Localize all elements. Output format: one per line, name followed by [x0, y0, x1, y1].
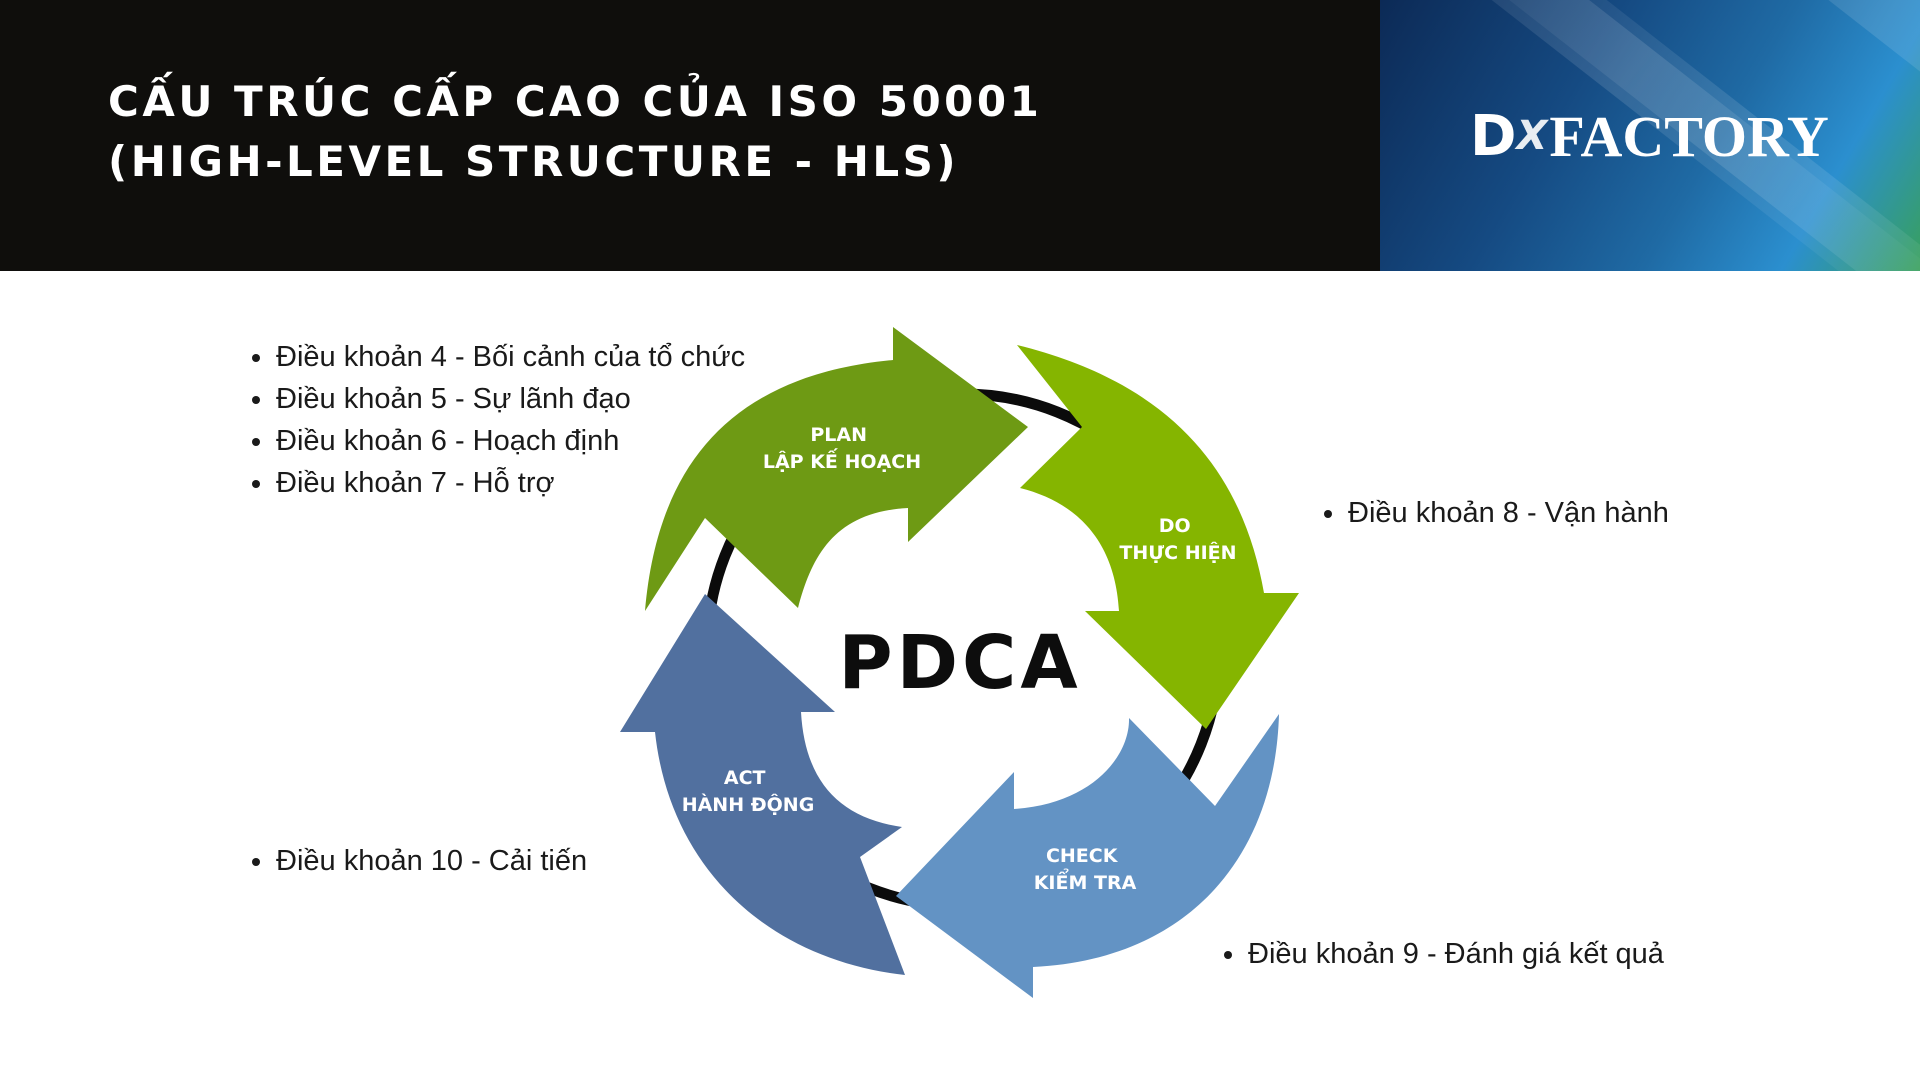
check-label: CHECK KIỂM TRA	[1034, 845, 1137, 894]
list-item: Điều khoản 8 - Vận hành	[1322, 492, 1669, 534]
dx-factory-logo: D X FACTORY	[1470, 96, 1829, 176]
do-label: DO THỰC HIỆN	[1119, 515, 1236, 564]
act-arrow	[620, 594, 905, 975]
logo-factory: FACTORY	[1549, 103, 1829, 169]
check-arrow	[896, 714, 1279, 998]
list-item: Điều khoản 10 - Cải tiến	[250, 840, 587, 882]
list-item: Điều khoản 7 - Hỗ trợ	[250, 462, 745, 504]
page-title: CẤU TRÚC CẤP CAO CỦA ISO 50001 (HIGH-LEV…	[108, 72, 1042, 192]
act-clause-list: Điều khoản 10 - Cải tiến	[250, 840, 587, 882]
page-title-line-2: (HIGH-LEVEL STRUCTURE - HLS)	[108, 137, 960, 186]
logo-dx: D	[1470, 103, 1517, 169]
list-item: Điều khoản 4 - Bối cảnh của tổ chức	[250, 336, 745, 378]
list-item: Điều khoản 5 - Sự lãnh đạo	[250, 378, 745, 420]
pdca-center-label: PDCA	[838, 620, 1081, 706]
do-arrow	[1017, 345, 1299, 729]
list-item: Điều khoản 9 - Đánh giá kết quả	[1222, 933, 1664, 975]
page-title-line-1: CẤU TRÚC CẤP CAO CỦA ISO 50001	[108, 77, 1043, 126]
plan-label: PLAN LẬP KẾ HOẠCH	[763, 424, 921, 473]
list-item: Điều khoản 6 - Hoạch định	[250, 420, 745, 462]
check-clause-list: Điều khoản 9 - Đánh giá kết quả	[1222, 933, 1664, 975]
brand-panel	[1380, 0, 1920, 271]
plan-arrow	[645, 327, 1028, 611]
logo-x: X	[1516, 113, 1548, 159]
do-clause-list: Điều khoản 8 - Vận hành	[1322, 492, 1669, 534]
plan-clause-list: Điều khoản 4 - Bối cảnh của tổ chức Điều…	[250, 336, 745, 504]
act-label: ACT HÀNH ĐỘNG	[682, 767, 815, 816]
header-bar: CẤU TRÚC CẤP CAO CỦA ISO 50001 (HIGH-LEV…	[0, 0, 1380, 271]
